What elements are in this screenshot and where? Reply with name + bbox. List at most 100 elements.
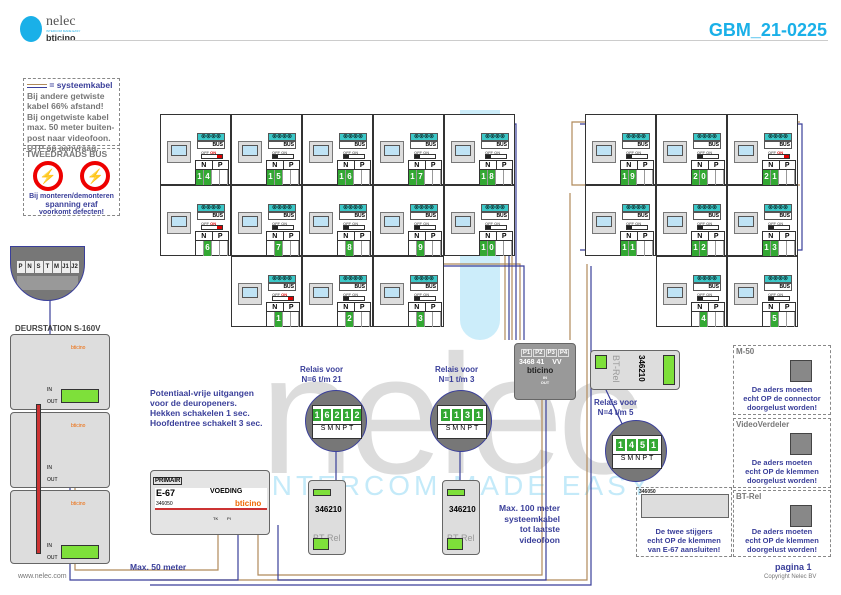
cable-label: = systeemkabel	[49, 80, 113, 90]
termination-switch[interactable]: OFF ON	[343, 292, 367, 302]
termination-switch[interactable]: OFF ON	[272, 292, 296, 302]
termination-switch[interactable]: OFF ON	[414, 292, 438, 302]
bus-terminal: ⊗⊗⊗⊗	[764, 133, 792, 141]
bus-terminal: ⊗⊗⊗⊗	[693, 204, 721, 212]
monitor-icon	[734, 283, 758, 305]
address-number: 4	[692, 312, 724, 327]
keypad-key: S	[34, 261, 43, 273]
bus-label: BUS	[693, 283, 721, 291]
note-line: videofoon	[519, 534, 560, 545]
legend-line: post naar videofoon.	[27, 132, 111, 143]
termination-switch[interactable]: OFF ON	[485, 150, 509, 160]
in-label: IN	[543, 375, 547, 380]
bus-label: BUS	[764, 141, 792, 149]
note-line: Potentiaal-vrije uitgangen	[150, 388, 254, 398]
name: VOEDING	[210, 488, 243, 495]
termination-switch[interactable]: OFF ON	[697, 150, 721, 160]
termination-switch[interactable]: OFF ON	[768, 150, 792, 160]
panel-line: echt OP de klemmen	[647, 536, 721, 545]
dip-value: 1	[649, 439, 658, 451]
termination-switch[interactable]: OFF ON	[343, 150, 367, 160]
monitor-icon	[380, 283, 404, 305]
footer-url: www.nelec.com	[18, 573, 67, 580]
bus-label: BUS	[197, 212, 225, 220]
cable-icon	[27, 83, 47, 88]
termination-switch[interactable]: OFF ON	[343, 221, 367, 231]
termination-switch[interactable]: OFF ON	[697, 221, 721, 231]
port-label: P1	[520, 349, 533, 357]
bus-label: BUS	[268, 283, 296, 291]
termination-switch[interactable]: OFF ON	[201, 221, 225, 231]
termination-switch[interactable]: OFF ON	[768, 221, 792, 231]
keypad-key: N	[25, 261, 34, 273]
termination-switch[interactable]: OFF ON	[626, 150, 650, 160]
dip-value: 2	[353, 409, 361, 421]
logo-icon	[20, 16, 42, 42]
address-number: 7	[267, 241, 299, 256]
dip-label: S	[445, 425, 451, 432]
address-number: 1	[267, 312, 299, 327]
bus-label: BUS	[622, 141, 650, 149]
header-rule	[58, 40, 828, 41]
dip-label: T	[648, 455, 654, 462]
address-number: 6	[196, 241, 228, 256]
dip-value: 1	[616, 439, 625, 451]
monitor-icon	[167, 141, 191, 163]
termination-switch[interactable]: OFF ON	[485, 221, 509, 231]
bus-label: BUS	[268, 212, 296, 220]
termination-switch[interactable]: OFF ON	[626, 221, 650, 231]
bus-terminal: ⊗⊗⊗⊗	[481, 133, 509, 141]
monitor-icon	[238, 212, 262, 234]
note-line: tot laatste	[519, 524, 560, 534]
panel-line: doorgelust worden!	[747, 476, 817, 485]
legend-line: Bij ongetwiste kabel	[27, 111, 109, 122]
monitor-icon	[380, 212, 404, 234]
termination-switch[interactable]: OFF ON	[414, 150, 438, 160]
termination-switch[interactable]: OFF ON	[768, 292, 792, 302]
monitor-icon	[592, 141, 616, 163]
termination-switch[interactable]: OFF ON	[414, 221, 438, 231]
relay-code: 346210	[315, 505, 342, 514]
relay-module: 346210 BT-Rel	[590, 350, 680, 390]
panel-line: echt OP de connector	[743, 394, 821, 403]
monitor-icon	[663, 212, 687, 234]
bus-label: BUS	[622, 212, 650, 220]
monitor-icon	[663, 141, 687, 163]
relay-module: 346210 BT-Rel	[308, 480, 346, 555]
note-line: Hekken schakelen 1 sec.	[150, 408, 250, 418]
bus-label: BUS	[339, 212, 367, 220]
max50-note: Max. 50 meter	[130, 562, 187, 572]
relay-code: 346210	[637, 355, 646, 382]
keypad-key: J2	[70, 261, 79, 273]
bus-terminal: ⊗⊗⊗⊗	[268, 204, 296, 212]
out-label: OUT	[47, 477, 58, 483]
in-label: IN	[47, 465, 52, 471]
dip-label: M	[452, 425, 459, 432]
bus-terminal: ⊗⊗⊗⊗	[410, 133, 438, 141]
bus-terminal: ⊗⊗⊗⊗	[339, 204, 367, 212]
termination-switch[interactable]: OFF ON	[201, 150, 225, 160]
termination-switch[interactable]: OFF ON	[272, 150, 296, 160]
warning-line: spanning eraf	[45, 200, 98, 209]
legend-line: max. 50 meter buiten-	[27, 122, 115, 132]
bus-terminal: ⊗⊗⊗⊗	[622, 133, 650, 141]
termination-switch[interactable]: OFF ON	[272, 221, 296, 231]
model: E-67	[156, 488, 176, 498]
dip-label: M	[627, 455, 634, 462]
termination-switch[interactable]: OFF ON	[697, 292, 721, 302]
